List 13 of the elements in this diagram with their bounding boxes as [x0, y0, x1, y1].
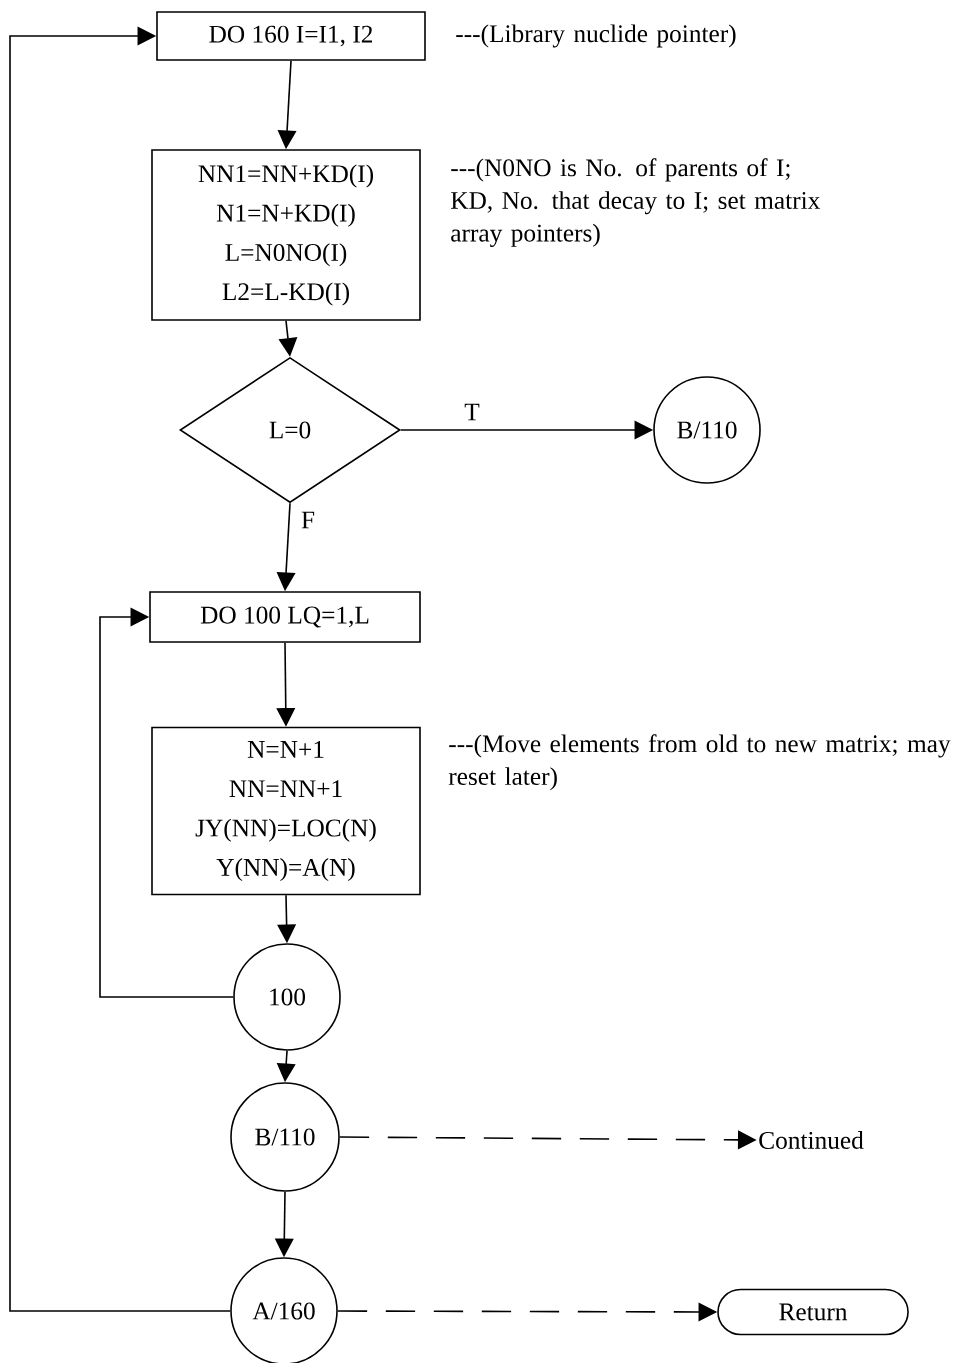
continuation-text: Continued — [759, 1131, 864, 1149]
annotation-text: ---(Move elements from old to new matrix; may reset later) — [448, 734, 951, 791]
process-box: N=N+1 NN=NN+1 JY(NN)=LOC(N) Y(NN)=A(N) — [151, 726, 421, 896]
process-box: DO 160 I=I1, I2 — [156, 11, 426, 61]
annotation-text: ---(N0NO is No. of parents of I; KD, No. that decay to I; set matrix array pointers) — [451, 158, 821, 247]
edge-label: F — [299, 510, 317, 530]
process-box: NN1=NN+KD(I) N1=N+KD(I) L=N0NO(I) L2=L-KD(I) — [151, 149, 421, 321]
process-box: DO 100 LQ=1,L — [149, 591, 421, 643]
arrow — [9, 26, 231, 1312]
annotation-text: ---(Library nuclide pointer) — [456, 24, 736, 48]
arrow — [99, 607, 234, 998]
edge-label: T — [462, 402, 482, 422]
terminal-box: Return — [717, 1288, 909, 1336]
